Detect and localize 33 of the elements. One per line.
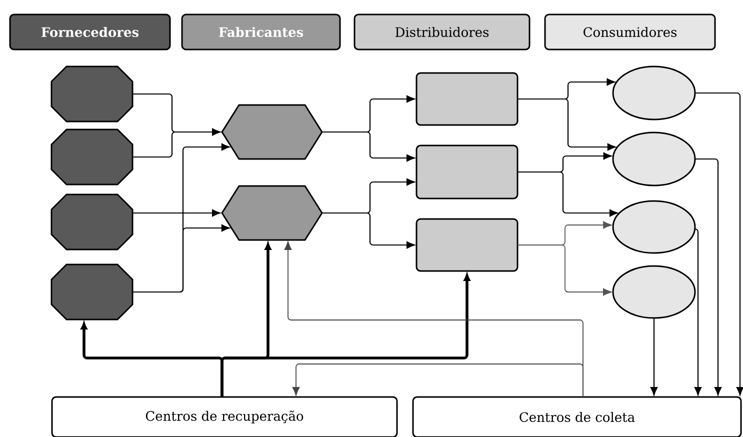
ellipse-shape (612, 66, 696, 120)
ellipse-shape (612, 265, 696, 319)
header-box: Fornecedores (9, 14, 171, 50)
header-box: Fabricantes (181, 14, 341, 50)
center-box: Centros de recuperação (51, 396, 398, 437)
process-box (416, 72, 518, 126)
hexagon-shape (221, 104, 323, 160)
arrow (695, 92, 743, 396)
arrow (292, 364, 584, 398)
arrow (133, 224, 230, 293)
arrow (322, 131, 415, 162)
arrow (695, 158, 722, 396)
arrow (322, 212, 415, 249)
octagon-shape (50, 66, 134, 122)
arrow (517, 244, 612, 296)
arrow (518, 98, 616, 151)
octagon-shape (50, 128, 134, 186)
arrow (220, 274, 470, 397)
process-box (416, 144, 518, 200)
ellipse-shape (612, 132, 696, 186)
arrow (650, 318, 658, 396)
octagon-shape (50, 264, 134, 320)
ellipse-shape (612, 200, 696, 254)
octagon-shape (50, 194, 134, 250)
arrow (694, 228, 702, 396)
header-box: Distribuidores (354, 14, 530, 50)
process-box (416, 218, 518, 272)
arrow (518, 171, 618, 217)
hexagon-shape (221, 185, 323, 241)
header-box: Consumidores (544, 14, 716, 50)
arrow (133, 209, 220, 217)
center-box: Centros de coleta (412, 396, 742, 437)
arrow (133, 128, 220, 158)
